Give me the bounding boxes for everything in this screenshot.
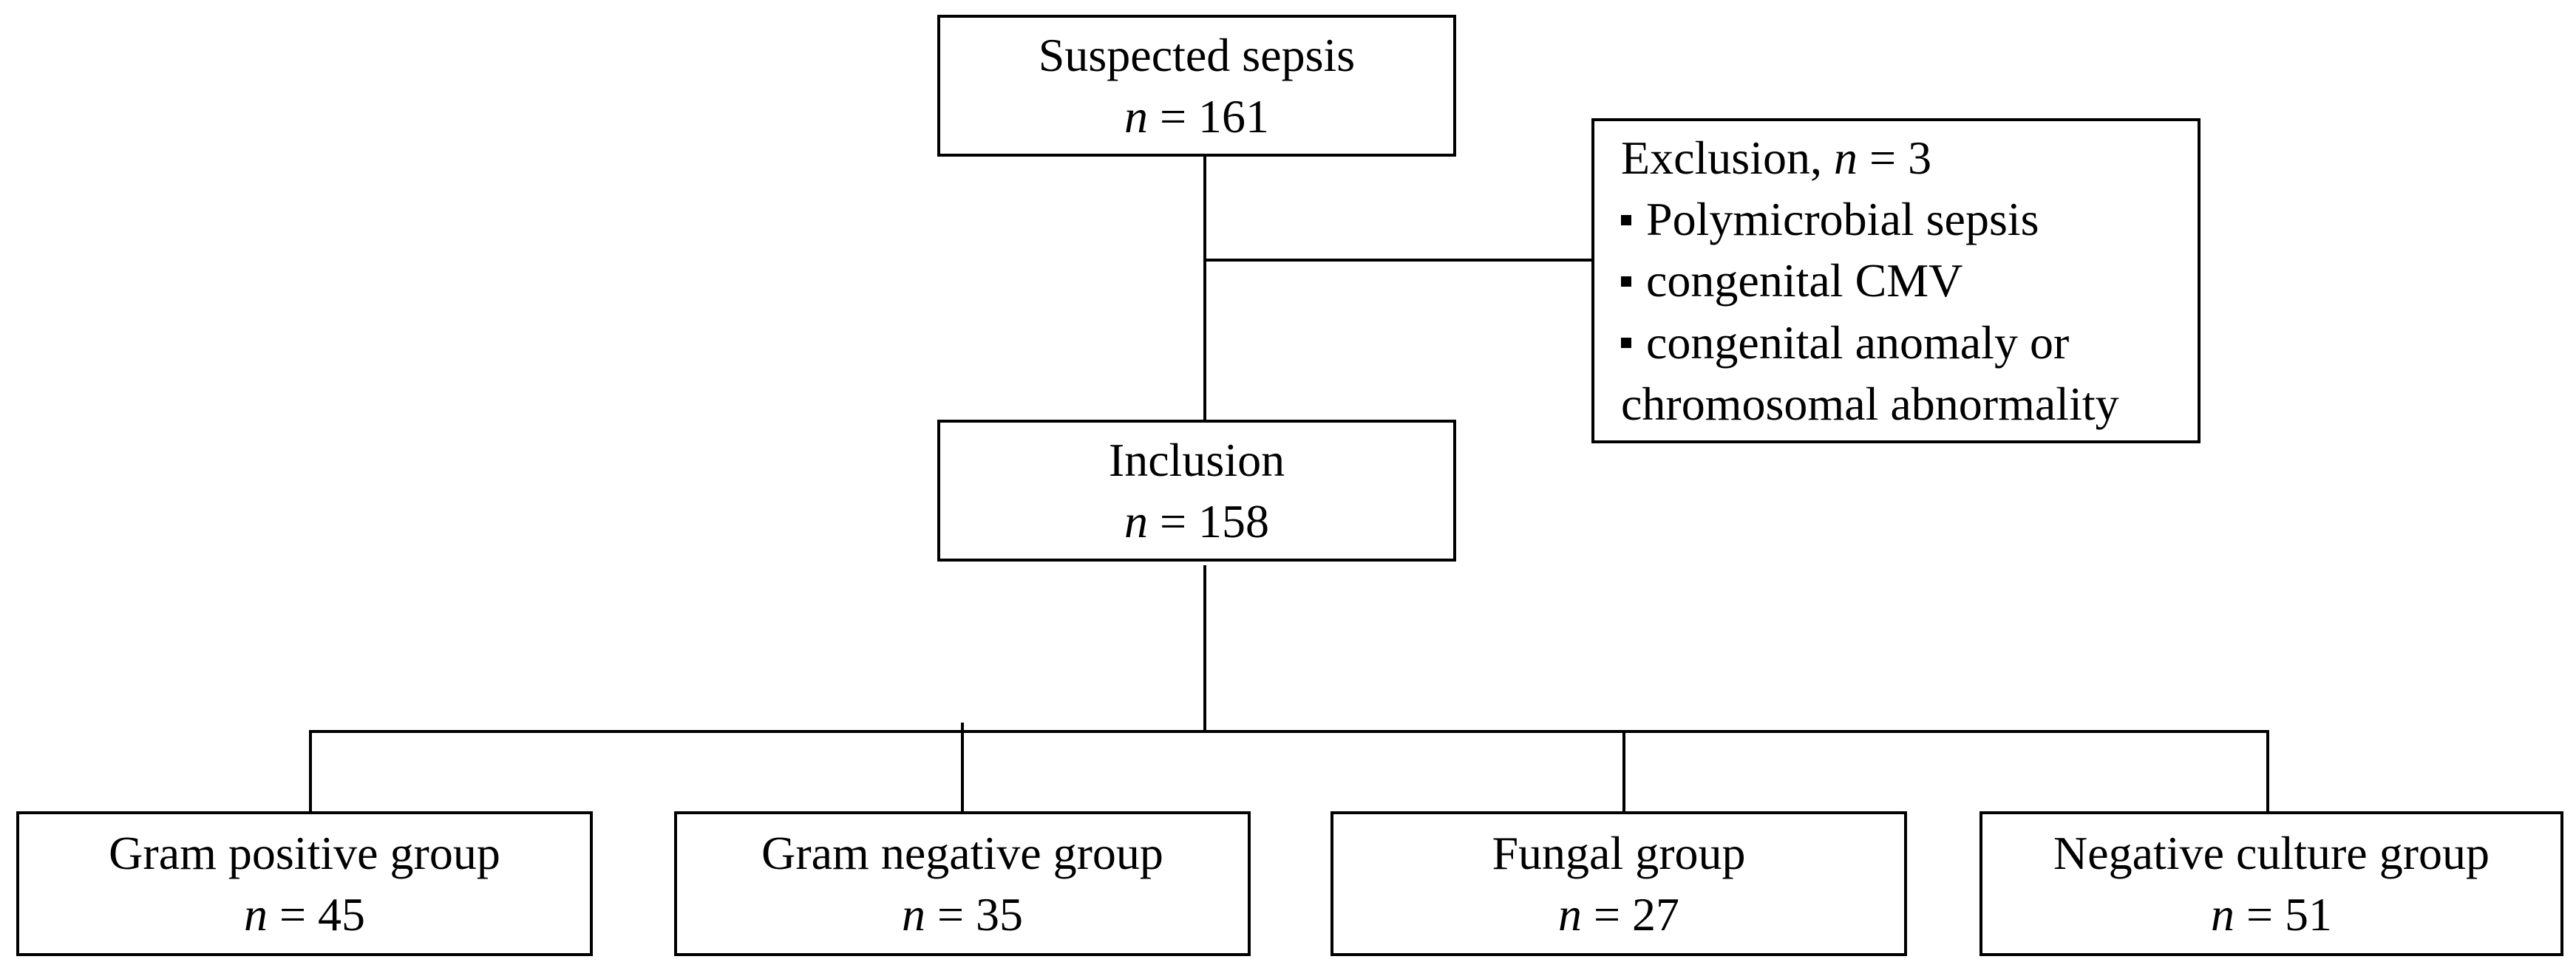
connector-group-4 bbox=[2266, 730, 2269, 813]
exclusion-item: congenital anomaly or bbox=[1621, 312, 2069, 373]
connector-group-2 bbox=[961, 723, 964, 813]
suspected-sepsis-box: Suspected sepsis n = 161 bbox=[937, 15, 1456, 157]
exclusion-item-continued: chromosomal abnormality bbox=[1621, 377, 2119, 430]
inclusion-count: n = 158 bbox=[1124, 495, 1270, 548]
group-count: n = 27 bbox=[1557, 888, 1680, 941]
exclusion-item: Polymicrobial sepsis bbox=[1621, 188, 2039, 250]
connector-to-exclusion bbox=[1203, 259, 1595, 262]
bullet-icon bbox=[1621, 276, 1631, 287]
suspected-sepsis-title: Suspected sepsis bbox=[1038, 28, 1356, 81]
exclusion-title: Exclusion, n = 3 bbox=[1621, 132, 1932, 185]
connector-group-1 bbox=[309, 730, 312, 813]
group-title: Negative culture group bbox=[2053, 826, 2490, 879]
bullet-icon bbox=[1621, 337, 1631, 348]
group-count: n = 51 bbox=[2210, 888, 2333, 941]
negative-culture-group-box: Negative culture group n = 51 bbox=[1979, 811, 2563, 956]
group-title: Gram positive group bbox=[109, 826, 500, 879]
gram-positive-group-box: Gram positive group n = 45 bbox=[16, 811, 593, 956]
group-count: n = 45 bbox=[243, 888, 366, 941]
exclusion-box: Exclusion, n = 3 Polymicrobial sepsis co… bbox=[1591, 118, 2201, 443]
group-title: Fungal group bbox=[1492, 826, 1746, 879]
exclusion-item: congenital CMV bbox=[1621, 250, 1962, 311]
connector-inclusion-down bbox=[1203, 565, 1206, 731]
suspected-sepsis-count: n = 161 bbox=[1124, 90, 1270, 143]
bullet-icon bbox=[1621, 214, 1631, 225]
connector-suspected-to-inclusion bbox=[1203, 155, 1206, 421]
inclusion-box: Inclusion n = 158 bbox=[937, 420, 1456, 562]
connector-groups-bus bbox=[309, 730, 2269, 733]
fungal-group-box: Fungal group n = 27 bbox=[1331, 811, 1907, 956]
gram-negative-group-box: Gram negative group n = 35 bbox=[674, 811, 1251, 956]
connector-group-3 bbox=[1622, 730, 1625, 820]
group-title: Gram negative group bbox=[761, 826, 1163, 879]
inclusion-title: Inclusion bbox=[1108, 433, 1285, 486]
group-count: n = 35 bbox=[901, 888, 1024, 941]
